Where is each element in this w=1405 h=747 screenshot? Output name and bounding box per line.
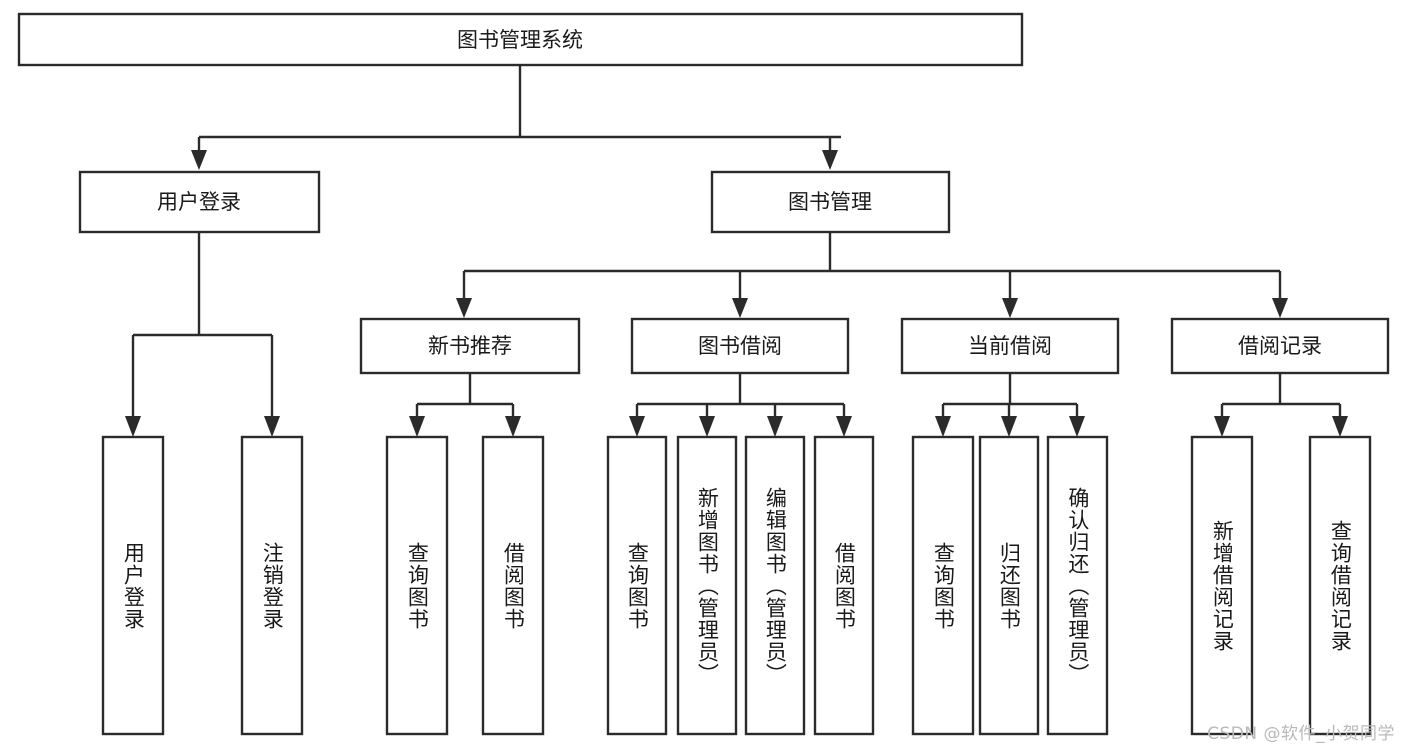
arrow-head-icon <box>699 416 715 437</box>
leaf-box-book-borrow-3[interactable] <box>813 435 875 736</box>
connector-current-borrow-to-leaves <box>935 373 1085 437</box>
connector-new-book-recommend-to-leaves <box>409 373 521 437</box>
node-user-login[interactable]: 用户登录 <box>78 170 321 234</box>
node-book-manage[interactable]: 图书管理 <box>710 170 951 234</box>
node-borrow-record-label: 借阅记录 <box>1238 334 1322 358</box>
node-user-login-box[interactable] <box>78 170 321 234</box>
leaf-box-user-login-1[interactable] <box>240 435 304 736</box>
connector-root-to-level1 <box>191 65 841 170</box>
arrow-head-icon <box>822 150 838 170</box>
arrow-head-icon <box>505 416 521 437</box>
leaf-box-book-borrow-1[interactable] <box>676 435 738 736</box>
connector-user-login-to-leaves <box>125 232 280 437</box>
node-new-book-recommend-label: 新书推荐 <box>428 334 512 358</box>
arrow-head-icon <box>1002 298 1018 318</box>
arrow-head-icon <box>264 416 280 437</box>
arrow-head-icon <box>409 416 425 437</box>
arrow-head-icon <box>935 416 951 437</box>
leaf-box-new-book-recommend-0[interactable] <box>385 435 449 736</box>
leaf-box-current-borrow-2[interactable] <box>1046 435 1109 736</box>
leaf-box-current-borrow-0[interactable] <box>911 435 975 736</box>
arrow-head-icon <box>836 416 852 437</box>
leaf-box-current-borrow-1[interactable] <box>978 435 1040 736</box>
node-current-borrow-box[interactable] <box>900 317 1120 375</box>
node-book-borrow-label: 图书借阅 <box>698 334 782 358</box>
arrow-head-icon <box>456 298 472 318</box>
leaf-box-new-book-recommend-1[interactable] <box>481 435 545 736</box>
node-current-borrow-label: 当前借阅 <box>968 334 1052 358</box>
node-book-manage-label: 图书管理 <box>788 190 872 214</box>
node-new-book-recommend[interactable]: 新书推荐 <box>359 317 581 375</box>
arrow-head-icon <box>1069 416 1085 437</box>
node-root[interactable]: 图书管理系统 <box>17 12 1024 67</box>
arrow-head-icon <box>1272 298 1288 318</box>
arrow-head-icon <box>629 416 645 437</box>
watermark-text: CSDN @软件_小贺同学 <box>1207 724 1395 744</box>
connector-book-borrow-to-leaves <box>629 373 852 437</box>
leaf-box-user-login-0[interactable] <box>101 435 165 736</box>
node-user-login-label: 用户登录 <box>157 190 241 214</box>
node-root-box[interactable] <box>17 12 1024 67</box>
node-new-book-recommend-box[interactable] <box>359 317 581 375</box>
leaf-box-borrow-record-1[interactable] <box>1308 435 1372 736</box>
node-current-borrow[interactable]: 当前借阅 <box>900 317 1120 375</box>
connector-borrow-record-to-leaves <box>1214 373 1348 437</box>
arrow-head-icon <box>1332 416 1348 437</box>
node-borrow-record[interactable]: 借阅记录 <box>1170 317 1390 375</box>
leaf-box-borrow-record-0[interactable] <box>1190 435 1254 736</box>
leaf-box-book-borrow-0[interactable] <box>606 435 668 736</box>
connector-book-manage-to-level2 <box>456 232 1288 318</box>
node-root-label: 图书管理系统 <box>457 28 583 52</box>
arrow-head-icon <box>1001 416 1017 437</box>
leaf-box-book-borrow-2[interactable] <box>744 435 806 736</box>
arrow-head-icon <box>191 150 207 170</box>
arrow-head-icon <box>125 416 141 437</box>
arrow-head-icon <box>1214 416 1230 437</box>
node-book-borrow[interactable]: 图书借阅 <box>630 317 850 375</box>
arrow-head-icon <box>732 298 748 318</box>
arrow-head-icon <box>767 416 783 437</box>
